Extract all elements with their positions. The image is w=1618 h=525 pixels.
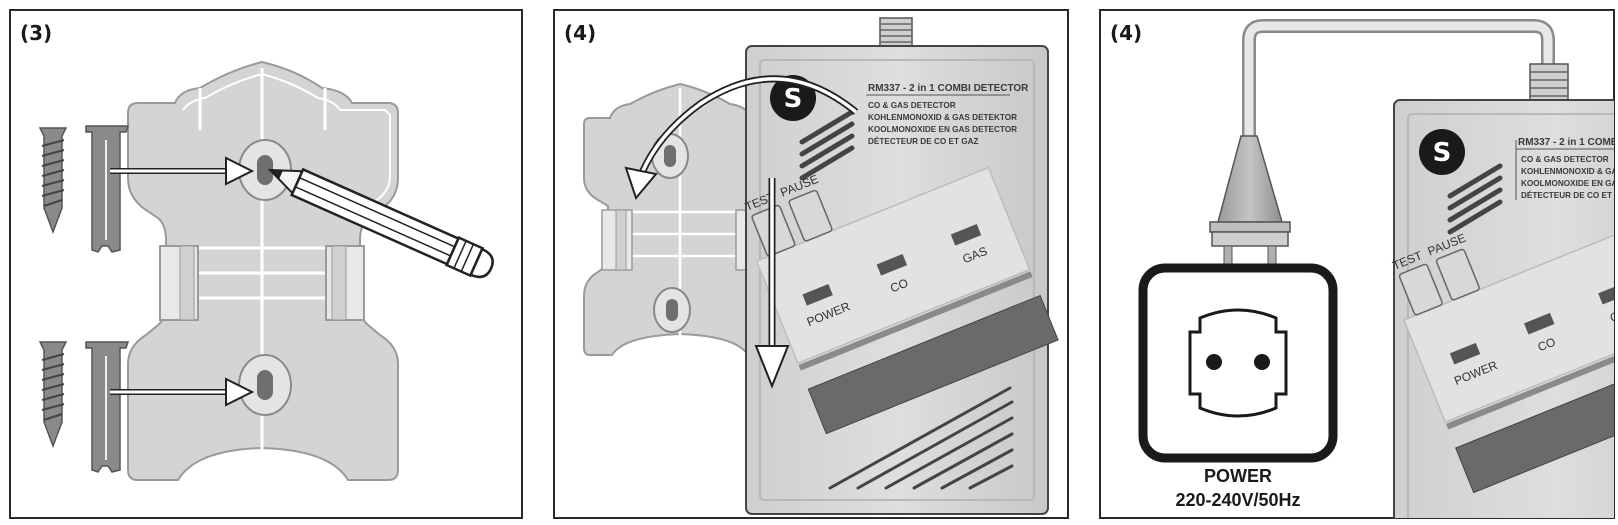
led-label-gas: GAS [1608,303,1618,325]
screw-icon [38,127,68,235]
cable-connector [879,17,913,49]
device-description-line: DÉTECTEUR DE CO ET GAZ [868,136,979,146]
keyhole-bottom [653,287,691,333]
screw-icon [38,341,68,449]
device-description-line: KOOLMONOXIDE EN GAS DETECTOR [868,125,1017,134]
wall-plug-icon [85,341,130,473]
led-label-co: CO [1536,335,1558,355]
svg-text:S: S [1433,138,1452,168]
step-number: (4) [564,21,596,45]
panel-step-3: (3) [9,9,523,519]
cable-connector [1529,63,1569,105]
detector-device: S RM337 - 2 in 1 COMBI D CO & GAS DETECT… [1390,99,1618,518]
device-description-line: CO & GAS DETECTOR [1521,155,1609,164]
power-spec: 220-240V/50Hz [1175,490,1300,510]
arrow-icon [110,377,255,407]
pause-button [788,189,833,242]
power-socket-icon [1138,263,1338,463]
device-description-line: CO & GAS DETECTOR [868,101,956,110]
display-band [807,294,1059,435]
device-description-line: KOHLENMONOXID & GAS DETEKTOR [868,113,1017,122]
display-band [1455,349,1614,494]
device-description-line: DÉTECTEUR DE CO ET GA [1521,190,1618,200]
device-description-line: KOHLENMONOXID & GAS [1521,167,1618,176]
pause-button [1435,248,1480,301]
arrow-icon [624,75,859,201]
detector-device: S RM337 - 2 in 1 COMBI DETECTOR CO & GAS… [743,45,1059,515]
panel-step-4-power: (4) POWER 220-240V/50Hz [1099,9,1618,519]
wall-plug-icon [85,125,130,253]
power-label: POWER [1204,466,1272,486]
device-description-line: KOOLMONOXIDE EN GAS [1521,179,1618,188]
led-label-co: CO [888,276,910,296]
vent-lines [828,386,1014,490]
pencil-icon [267,167,494,279]
device-model-label: RM337 - 2 in 1 COMBI D [1518,137,1618,148]
brand-logo-icon: S [1419,129,1465,175]
keyhole-bottom [238,354,292,416]
speaker-grille [799,109,855,181]
arrow-icon [110,156,255,186]
panel-step-4: (4) [553,9,1069,519]
test-button [1398,263,1443,316]
speaker-grille [1447,163,1503,235]
arrow-icon [754,178,790,389]
step-number: (4) [1110,21,1142,45]
device-model-label: RM337 - 2 in 1 COMBI DETECTOR [868,83,1029,94]
step-number: (3) [20,21,52,45]
svg-text:S: S [784,84,803,114]
